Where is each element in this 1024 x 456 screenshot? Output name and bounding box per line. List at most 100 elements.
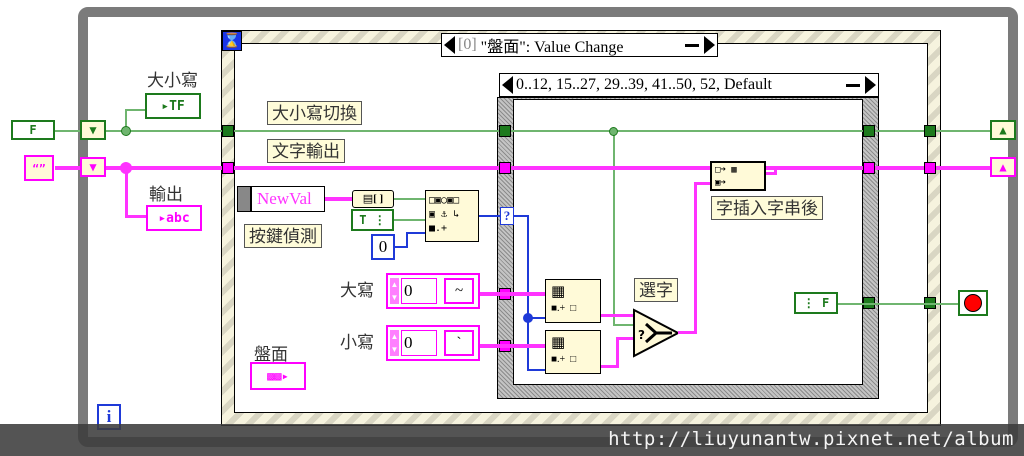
- event-case-index: [0]: [458, 36, 477, 53]
- true-char-wire: [601, 314, 635, 317]
- shift-register-right-boolean[interactable]: ▲: [990, 120, 1016, 140]
- previous-case-arrow-icon[interactable]: [502, 76, 513, 94]
- false-char-wire: [616, 337, 635, 340]
- lowercase-label: 小寫: [340, 333, 374, 353]
- case-tunnel-boolean-right: [863, 125, 875, 137]
- index-wire: [527, 317, 545, 319]
- stop-terminal[interactable]: [958, 290, 988, 316]
- index-array-node-upper[interactable]: ▦■.+ □: [545, 279, 601, 323]
- event-tunnel-boolean-right: [924, 125, 936, 137]
- boolean-wire: [55, 130, 995, 132]
- search-array-node[interactable]: □▣◯▣□▣ ⚓ ↳■.+: [425, 190, 479, 242]
- key-detect-label: 按鍵偵測: [244, 224, 322, 248]
- case-tunnel-boolean-left: [499, 125, 511, 137]
- selected-char-wire: [694, 182, 712, 185]
- integer-wire: [395, 246, 407, 248]
- index-increment-icon[interactable]: ▲▼: [390, 278, 399, 304]
- boolean-true-constant[interactable]: T ⋮: [351, 209, 394, 231]
- case-selector[interactable]: 0..12, 15..27, 29..39, 41..50, 52, Defau…: [499, 73, 879, 97]
- tf-text: TF: [169, 98, 185, 114]
- boolean-wire-search: [394, 219, 426, 221]
- false-char-wire: [601, 365, 617, 368]
- timeout-terminal: ⌛: [222, 31, 242, 51]
- index-wire: [514, 215, 528, 217]
- integer-wire-to-case: [479, 215, 501, 217]
- lower-array-wire: [480, 344, 546, 348]
- select-char-label: 選字: [634, 278, 678, 302]
- zero-index-constant[interactable]: 0: [371, 234, 395, 260]
- dropdown-dash-icon: [685, 43, 699, 47]
- select-arrow-icon: [644, 322, 672, 344]
- case-toggle-wire-label: 大小寫切換: [267, 101, 362, 125]
- shift-register-left-boolean[interactable]: ▼: [80, 120, 106, 140]
- unbundle-cluster-node[interactable]: ▤[ ]: [352, 190, 394, 208]
- selected-char-wire: [694, 182, 697, 334]
- event-case-text: "盤面": Value Change: [480, 39, 624, 56]
- uppercase-index[interactable]: 0: [401, 278, 437, 304]
- watermark-bar: [0, 424, 1024, 456]
- boolean-wire-search: [394, 198, 426, 200]
- previous-event-arrow-icon[interactable]: [444, 36, 455, 54]
- zero-text: 0: [378, 237, 388, 256]
- case-toggle-indicator-label: 大小寫: [147, 71, 198, 91]
- output-indicator-label: 輸出: [149, 185, 183, 205]
- boolean-select-wire: [613, 324, 635, 326]
- lowercase-element[interactable]: `: [444, 330, 474, 356]
- lower-index-text: 0: [404, 333, 413, 352]
- lowercase-array[interactable]: ▲▼ 0 `: [386, 325, 480, 361]
- event-tunnel-boolean-left: [222, 125, 234, 137]
- shift-register-right-string[interactable]: ▲: [990, 157, 1016, 177]
- uppercase-element[interactable]: ~: [444, 278, 474, 304]
- select-question-icon: ?: [638, 328, 645, 342]
- string-branch-wire: [125, 215, 147, 218]
- next-case-arrow-icon[interactable]: [865, 76, 876, 94]
- boolean-false-constant[interactable]: ⋮ F: [794, 292, 838, 314]
- case-toggle-indicator[interactable]: ▸TF: [145, 93, 201, 119]
- bool-t-text: T: [359, 213, 367, 227]
- wire-junction: [121, 126, 131, 136]
- selected-char-wire: [678, 331, 696, 334]
- select-node[interactable]: ?: [632, 308, 680, 358]
- index-increment-icon[interactable]: ▲▼: [390, 330, 399, 356]
- panel-control[interactable]: ▩▩▸: [250, 362, 306, 390]
- lower-char-text: `: [456, 335, 462, 351]
- concatenated-wire: [766, 172, 776, 175]
- question-text: ?: [503, 208, 511, 223]
- uppercase-array[interactable]: ▲▼ 0 ~: [386, 273, 480, 309]
- shift-register-left-string[interactable]: ▼: [80, 157, 106, 177]
- lowercase-index[interactable]: 0: [401, 330, 437, 356]
- dropdown-dash-icon: [846, 83, 860, 87]
- event-tunnel-string-left: [222, 162, 234, 174]
- case-tunnel-string-left: [499, 162, 511, 174]
- bool-f-text: F: [822, 296, 830, 310]
- wire-junction: [609, 127, 618, 136]
- stop-wire: [838, 303, 958, 305]
- output-string-indicator[interactable]: ▸abc: [146, 205, 202, 231]
- text-output-wire-label: 文字輸出: [267, 139, 345, 163]
- wire-junction: [523, 313, 533, 323]
- event-tunnel-string-right: [924, 162, 936, 174]
- stop-sign-icon: [964, 294, 982, 312]
- case-tunnel-string-right: [863, 162, 875, 174]
- string-wire: [55, 166, 995, 170]
- newval-event-data-node[interactable]: NewVal: [251, 186, 325, 212]
- boolean-branch-wire: [125, 109, 147, 111]
- cluster-wire: [325, 197, 353, 201]
- bool-f-text: F: [29, 123, 37, 137]
- boolean-select-wire: [613, 131, 615, 325]
- false-char-wire: [616, 337, 619, 368]
- upper-array-wire: [480, 292, 546, 296]
- next-event-arrow-icon[interactable]: [704, 36, 715, 54]
- index-wire: [527, 369, 545, 371]
- concatenated-wire: [774, 166, 777, 175]
- event-data-node-border: [237, 186, 251, 212]
- string-constant-empty[interactable]: “”: [24, 155, 54, 181]
- watermark-url: http://liuyunantw.pixnet.net/album: [608, 428, 1014, 450]
- boolean-branch-wire: [125, 109, 127, 131]
- boolean-constant-false[interactable]: F: [11, 120, 55, 140]
- index-array-node-lower[interactable]: ▦■.+ □: [545, 330, 601, 374]
- event-case-selector[interactable]: [0] "盤面": Value Change: [441, 33, 718, 57]
- panel-label: 盤面: [254, 345, 288, 365]
- upper-char-text: ~: [454, 283, 464, 299]
- concatenate-strings-node[interactable]: □➜ ▦▣➜: [710, 161, 766, 191]
